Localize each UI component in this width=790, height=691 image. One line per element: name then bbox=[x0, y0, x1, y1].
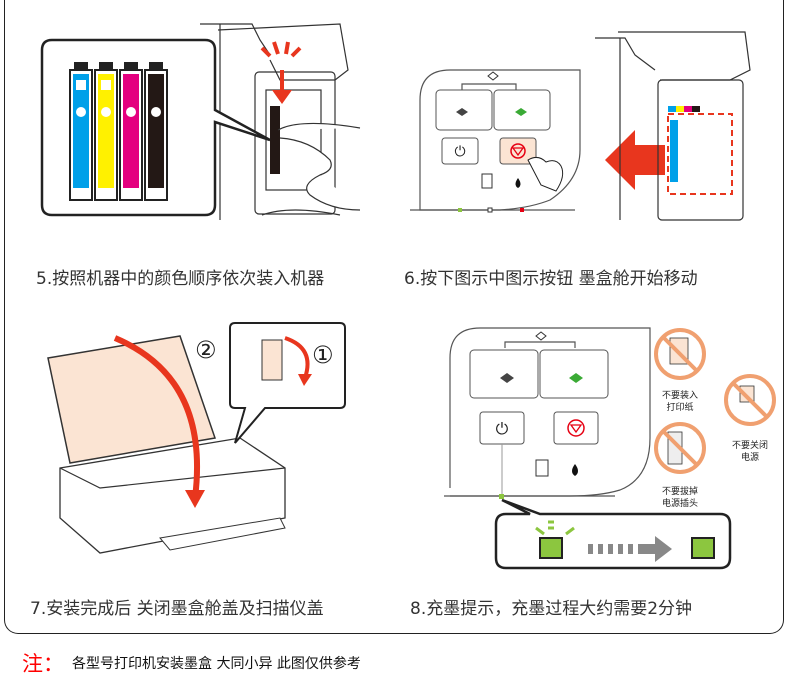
scanner-icon bbox=[535, 331, 547, 341]
click-burst-icon bbox=[260, 41, 302, 58]
copy-color-button[interactable] bbox=[539, 349, 609, 399]
copy-color-icon bbox=[515, 108, 527, 116]
pointing-hand-icon bbox=[527, 156, 564, 192]
carriage-cartridge bbox=[670, 120, 678, 182]
paper-icon bbox=[535, 459, 549, 477]
marker-1: ① bbox=[312, 341, 334, 369]
paper-led bbox=[487, 207, 493, 213]
power-icon: ⏻ bbox=[496, 419, 509, 438]
svg-text:电源: 电源 bbox=[741, 451, 759, 463]
left-arrow-icon bbox=[605, 130, 665, 190]
power-icon: ⏻ bbox=[454, 144, 465, 160]
copy-bw-button[interactable] bbox=[469, 349, 539, 399]
svg-text:不要关闭: 不要关闭 bbox=[732, 439, 768, 451]
blinking-led bbox=[539, 537, 563, 559]
instruction-frame bbox=[4, 0, 784, 634]
cartridge-cyan bbox=[69, 62, 93, 201]
marker-2: ② bbox=[195, 336, 217, 364]
ink-drop-icon bbox=[572, 464, 578, 476]
cartridge-yellow bbox=[94, 62, 118, 201]
svg-text:不要装入: 不要装入 bbox=[662, 389, 698, 401]
step-8-caption: 8.充墨提示，充墨过程大约需要2分钟 bbox=[410, 599, 693, 619]
ink-charging-drawing: ⏻ 不要装入 打印纸 bbox=[444, 327, 776, 570]
ink-led bbox=[520, 208, 524, 212]
cartridge-install-drawing bbox=[40, 23, 361, 220]
step-6-caption: 6.按下图示中图示按钮 墨盒舱开始移动 bbox=[404, 269, 698, 289]
progress-arrow-icon bbox=[588, 536, 672, 562]
close-arrow-2 bbox=[113, 335, 201, 499]
warning-no-power-off: 不要关闭 电源 bbox=[724, 374, 776, 463]
stop-icon bbox=[510, 143, 526, 159]
stop-button[interactable] bbox=[553, 411, 599, 445]
footnote: 注： 各型号打印机安装墨盒 大同小异 此图仅供参考 bbox=[22, 648, 361, 678]
power-led bbox=[458, 208, 462, 212]
svg-text:打印纸: 打印纸 bbox=[666, 401, 693, 413]
steady-led bbox=[691, 537, 715, 559]
warning-no-unplug: 不要拔掉 电源插头 bbox=[654, 422, 706, 509]
paper-icon bbox=[481, 173, 493, 189]
cartridge-black bbox=[144, 62, 168, 201]
close-arrow-1 bbox=[284, 336, 310, 379]
power-led bbox=[499, 494, 504, 499]
control-panel-drawing: ⏻ bbox=[410, 31, 751, 221]
ink-drop-icon bbox=[515, 178, 521, 188]
detail-callout bbox=[229, 322, 346, 444]
hand-icon bbox=[277, 122, 361, 211]
step-5-caption: 5.按照机器中的颜色顺序依次装入机器 bbox=[36, 269, 325, 289]
inserted-cartridge bbox=[270, 106, 280, 174]
carriage-highlight bbox=[667, 113, 733, 195]
svg-text:电源插头: 电源插头 bbox=[662, 497, 698, 509]
close-cover-drawing: ② ① bbox=[47, 322, 346, 554]
copy-color-icon bbox=[569, 373, 583, 383]
scanner-icon bbox=[487, 71, 499, 81]
stop-button[interactable] bbox=[499, 137, 537, 165]
cartridge-magenta bbox=[119, 62, 143, 201]
down-arrow-icon bbox=[272, 70, 292, 104]
step-7-illustration: ② ① bbox=[40, 318, 360, 573]
warning-no-paper: 不要装入 打印纸 bbox=[654, 328, 706, 413]
step-6-illustration: ⏻ bbox=[400, 10, 770, 225]
note-label: 注： bbox=[22, 652, 64, 676]
scanner-lid bbox=[47, 335, 216, 464]
power-button[interactable] bbox=[441, 137, 479, 165]
svg-text:不要拔掉: 不要拔掉 bbox=[662, 485, 698, 497]
stop-icon bbox=[567, 419, 585, 437]
step-7-caption: 7.安装完成后 关闭墨盒舱盖及扫描仪盖 bbox=[30, 599, 324, 619]
copy-bw-icon bbox=[456, 108, 468, 116]
step-8-illustration: ⏻ 不要装入 打印纸 bbox=[440, 318, 780, 573]
step-5-illustration bbox=[30, 10, 390, 225]
blinking-rays-icon bbox=[535, 520, 575, 536]
copy-bw-icon bbox=[500, 373, 514, 383]
note-text: 各型号打印机安装墨盒 大同小异 此图仅供参考 bbox=[72, 656, 361, 672]
